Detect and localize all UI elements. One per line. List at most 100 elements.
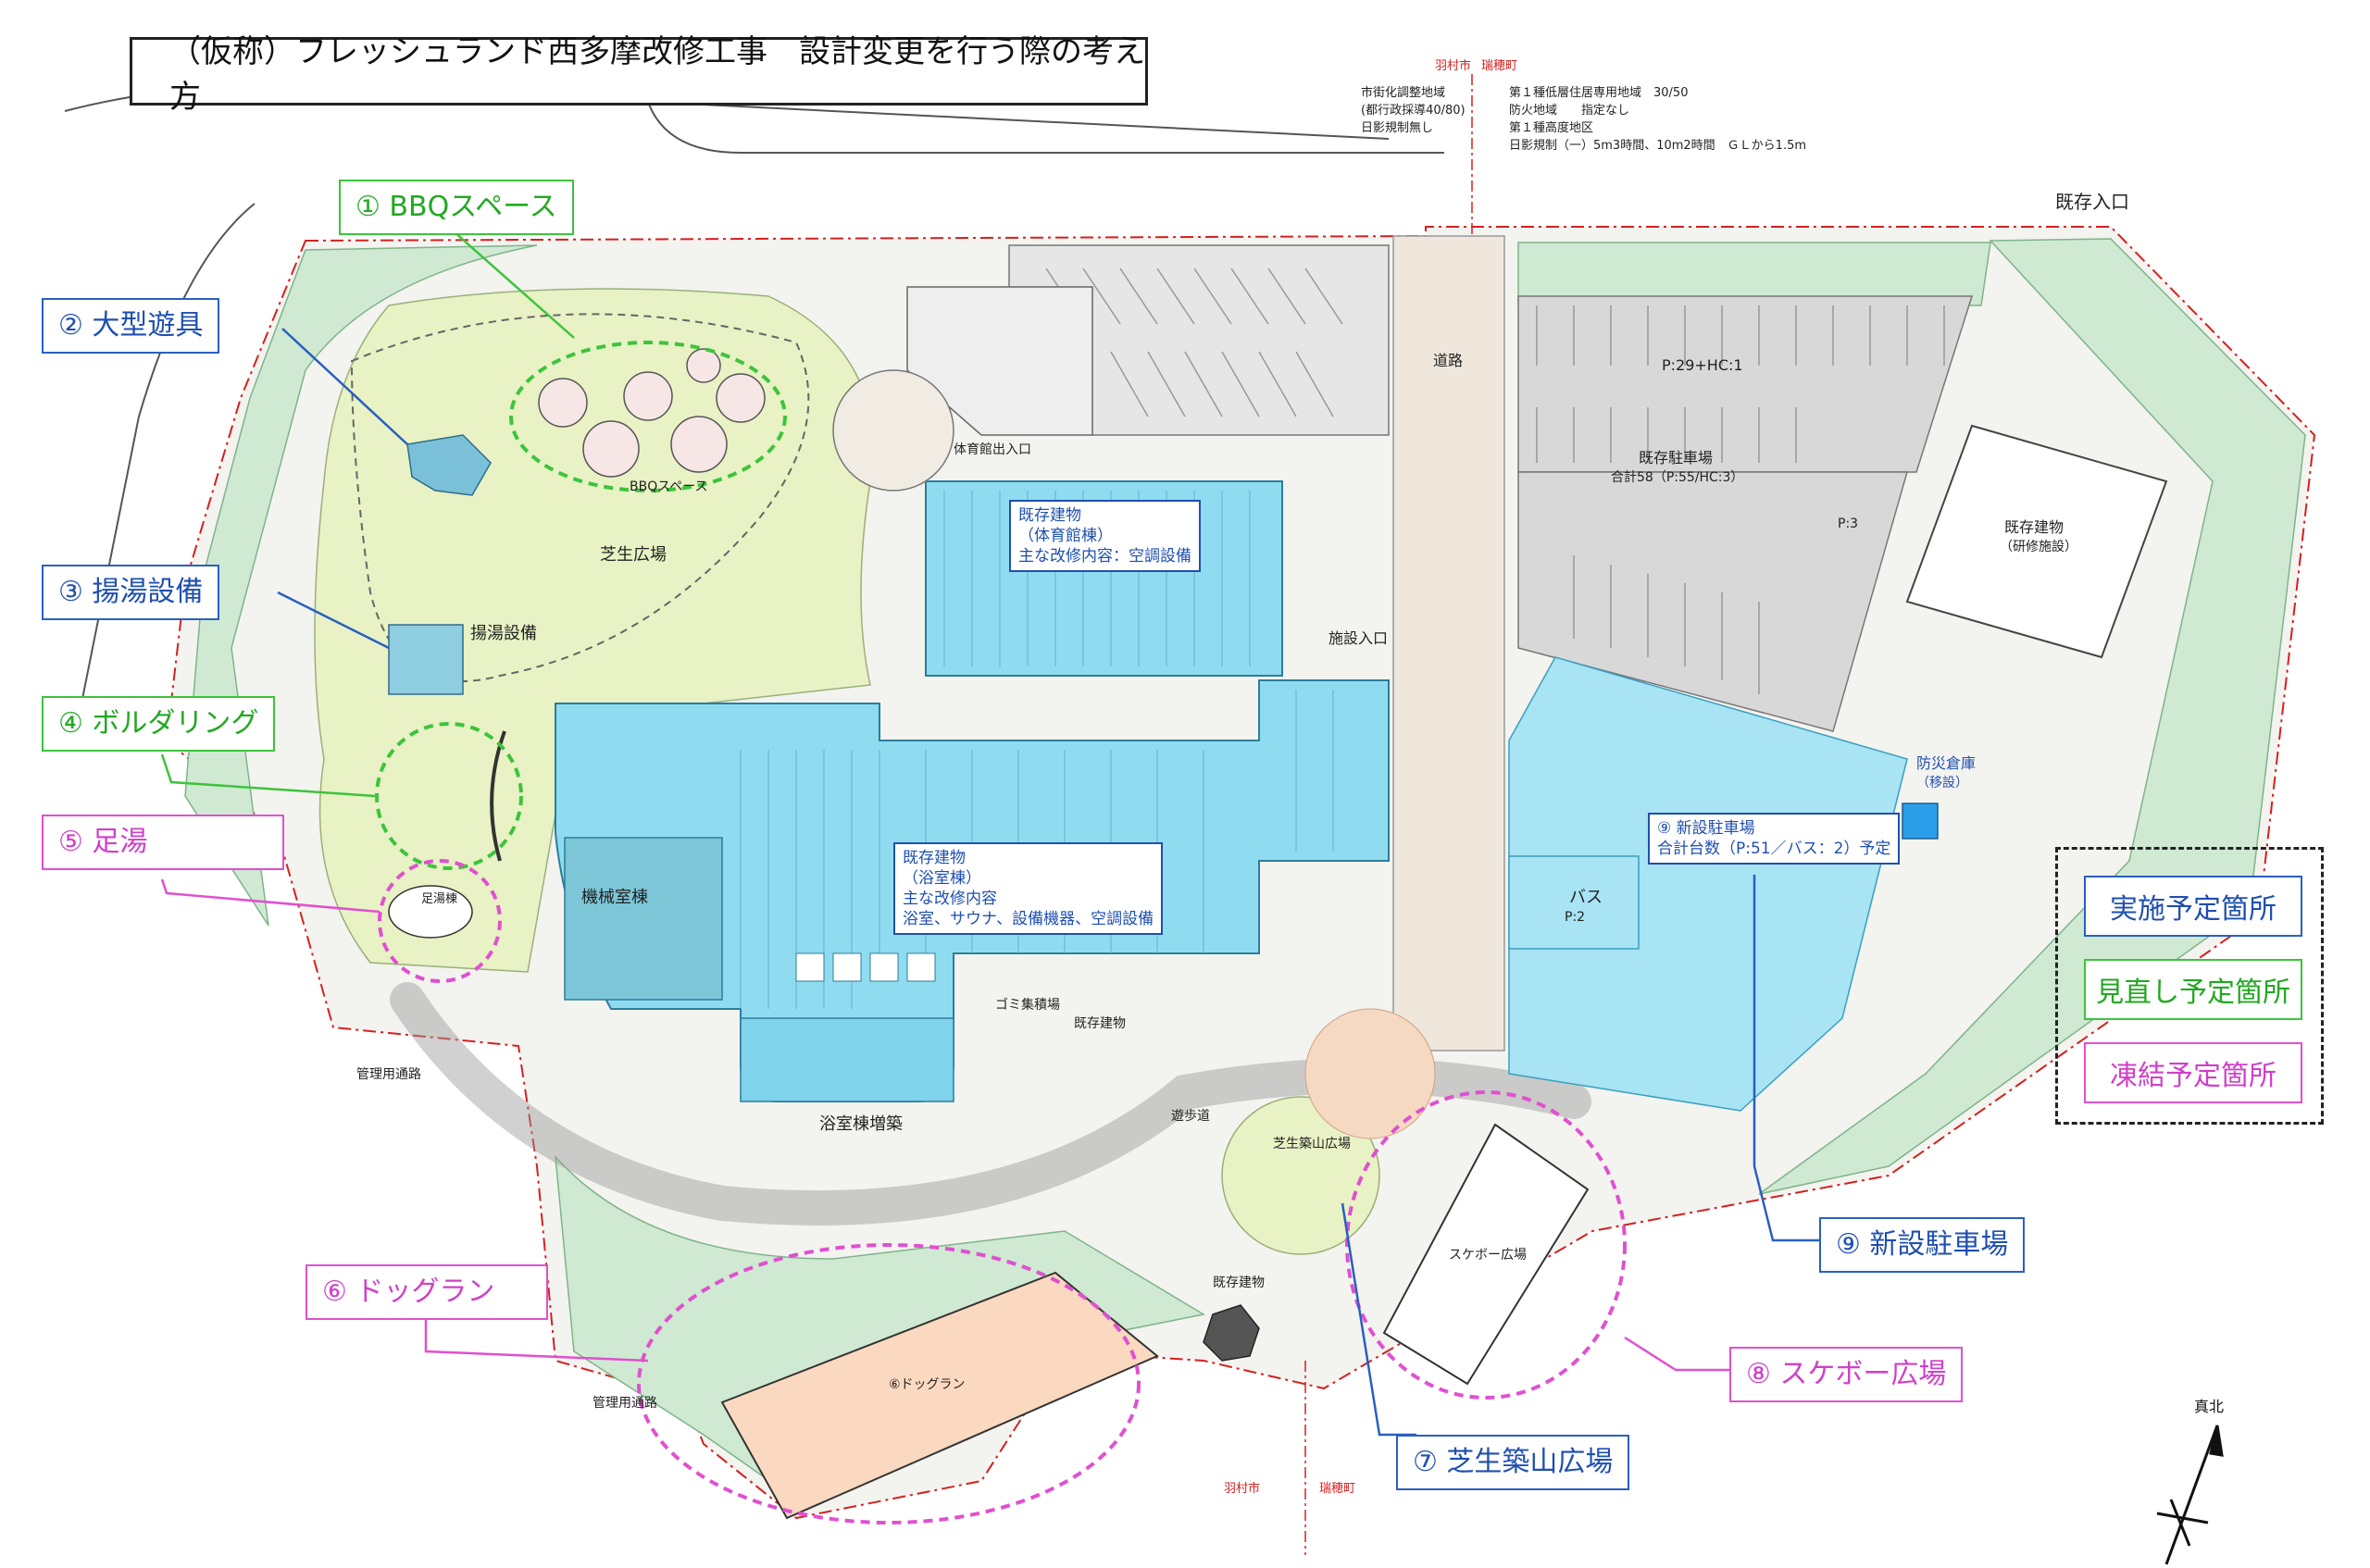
gym-label-line3: 主な改修内容：空調設備 <box>1018 547 1191 566</box>
callout-new-parking: ⑨ 新設駐車場 <box>1819 1217 2026 1273</box>
callout-dog-run-text: ⑥ ドッグラン <box>322 1276 495 1308</box>
label-garbage: ゴミ集積場 <box>995 997 1060 1013</box>
callout-hot-water-text: ③ 揚湯設備 <box>58 576 204 608</box>
page-title: （仮称）フレッシュランド西多摩改修工事 設計変更を行う際の考え方 <box>130 33 1148 116</box>
zoning-line-5: 防火地域 指定なし <box>1509 103 1630 118</box>
label-mizuho-top: 瑞穂町 <box>1481 59 1517 73</box>
fire-water-tank <box>906 286 1093 436</box>
label-dogrun: ⑥ドッグラン <box>889 1377 966 1392</box>
zoning-info-right: 第１種低層住居専用地域 30/50 防火地域 指定なし 第１種高度地区 日影規制… <box>1509 85 1806 155</box>
label-mgmt-existing: 管理用通路 <box>592 1396 657 1411</box>
disaster-storage-icon <box>1902 803 1939 840</box>
label-facility-entrance: 施設入口 <box>1328 629 1388 647</box>
label-outdoor-storage: 既存建物 <box>1213 1276 1265 1290</box>
bath-label-line1: 既存建物 <box>903 849 966 867</box>
label-existing-parking-count: 合計58（P:55/HC:3） <box>1611 470 1743 485</box>
label-parking-p29: P:29+HC:1 <box>1662 356 1743 374</box>
callout-bouldering: ④ ボルダリング <box>42 696 276 752</box>
label-walkway: 遊歩道 <box>1171 1109 1210 1124</box>
label-lawn-plaza: 芝生広場 <box>600 545 667 565</box>
bath-label-line4: 浴室、サウナ、設備機器、空調設備 <box>903 910 1154 929</box>
callout-hot-water: ③ 揚湯設備 <box>42 565 220 620</box>
label-skate: スケボー広場 <box>1449 1248 1527 1263</box>
legend-review: 見直し予定箇所 <box>2084 959 2302 1020</box>
callout-lawn-mound-text: ⑦ 芝生築山広場 <box>1413 1446 1614 1478</box>
bath-building-label: 既存建物 （浴室棟） 主な改修内容 浴室、サウナ、設備機器、空調設備 <box>893 842 1164 936</box>
training-facility <box>1905 424 2168 659</box>
bath-label-line2: （浴室棟） <box>903 869 981 889</box>
dog-run <box>720 1271 1159 1520</box>
play-equipment <box>406 434 492 496</box>
bbq-table-6 <box>686 348 721 383</box>
legend-freeze: 凍結予定箇所 <box>2084 1042 2302 1103</box>
parking-stripes <box>1536 305 1945 694</box>
freeze-zone-footbath <box>378 859 502 983</box>
bath-window-3 <box>869 952 899 982</box>
label-disaster: 防災倉庫 <box>1916 754 1976 772</box>
label-bus: バス <box>1569 888 1603 907</box>
label-disaster2: （移設） <box>1916 776 1968 790</box>
label-mound: 芝生築山広場 <box>1273 1137 1351 1151</box>
road-edge-left <box>73 203 256 741</box>
bath-window-1 <box>795 952 825 982</box>
bbq-table-1 <box>538 378 588 428</box>
parking-60-stripes <box>1045 268 1343 417</box>
freeze-zone-dogrun <box>637 1243 1141 1524</box>
label-bus-count: P:2 <box>1565 910 1585 925</box>
review-zone-bbq <box>509 341 787 492</box>
tree-belt-north <box>1517 242 1991 306</box>
new-parking-label-line2: 合計台数（P:51／バス：2）予定 <box>1657 840 1891 859</box>
lawn-mound <box>1221 1096 1380 1255</box>
bbq-table-3 <box>582 420 640 478</box>
map-text: 既存入口 芝生広場 BBQスペース 揚湯設備 機械室棟 浴室棟増築 道路 体育館… <box>356 58 2129 1496</box>
mound-tree-area <box>1304 1008 1436 1139</box>
parking-middle <box>1517 471 1908 732</box>
label-mizuho: 瑞穂町 <box>1319 1482 1355 1496</box>
callout-bouldering-text: ④ ボルダリング <box>58 707 259 740</box>
label-machine-room: 機械室棟 <box>581 888 648 907</box>
callout-skate-text: ⑧ スケボー広場 <box>1746 1358 1947 1390</box>
legend-box: 実施予定箇所 見直し予定箇所 凍結予定箇所 <box>2055 847 2324 1125</box>
label-training: 既存建物 <box>2004 518 2064 536</box>
label-hamura-top: 羽村市 <box>1435 58 1471 73</box>
skate-plaza <box>1382 1123 1590 1386</box>
gym-label-line2: （体育館棟） <box>1018 527 1113 546</box>
label-training2: （研修施設） <box>2000 540 2077 554</box>
walkway-loop <box>350 313 810 682</box>
bath-extension <box>740 1017 954 1102</box>
main-road <box>1392 235 1505 1052</box>
machine-room <box>564 837 723 1001</box>
hot-water-facility <box>388 624 464 695</box>
legend-freeze-text: 凍結予定箇所 <box>2110 1060 2276 1092</box>
label-existing-entrance: 既存入口 <box>2055 191 2129 213</box>
new-parking-label: ⑨ 新設駐車場 合計台数（P:51／バス：2）予定 <box>1648 813 1901 865</box>
label-bbq: BBQスペース <box>630 479 708 494</box>
foot-bath-building <box>388 885 473 939</box>
callout-playground-text: ② 大型遊具 <box>58 309 204 342</box>
label-road: 道路 <box>1433 352 1463 369</box>
callout-bbq-space: ① BBQスペース <box>339 180 574 235</box>
label-lpg: 既存建物 <box>1074 1016 1126 1031</box>
parking-north <box>1517 295 1974 473</box>
zoning-line-4: 第１種低層住居専用地域 30/50 <box>1509 86 1689 100</box>
outdoor-storage <box>1203 1304 1260 1362</box>
callout-skate-plaza: ⑧ スケボー広場 <box>1729 1347 1964 1402</box>
legend-implement-text: 実施予定箇所 <box>2110 893 2276 926</box>
callout-dog-run: ⑥ ドッグラン <box>306 1264 548 1320</box>
bath-window-2 <box>832 952 862 982</box>
label-mgmt-new: 管理用通路 <box>356 1067 421 1082</box>
new-parking-label-line1: ⑨ 新設駐車場 <box>1657 819 1755 838</box>
label-p3: P:3 <box>1838 516 1858 531</box>
bath-window-4 <box>906 952 936 982</box>
label-footbath: 足湯棟 <box>421 892 457 906</box>
new-parking <box>1508 656 1908 1112</box>
tree-belt-east <box>1758 238 2306 1195</box>
freeze-zone-skate <box>1345 1090 1627 1400</box>
callout-large-playground: ② 大型遊具 <box>42 298 220 354</box>
page-title-text: （仮称）フレッシュランド西多摩改修工事 設計変更を行う際の考え方 <box>169 33 1145 116</box>
callout-foot-bath: ⑤ 足湯 <box>42 815 284 870</box>
leader-lines <box>160 230 1819 1437</box>
north-label: 真北 <box>2194 1398 2224 1415</box>
storage-space <box>832 369 954 492</box>
